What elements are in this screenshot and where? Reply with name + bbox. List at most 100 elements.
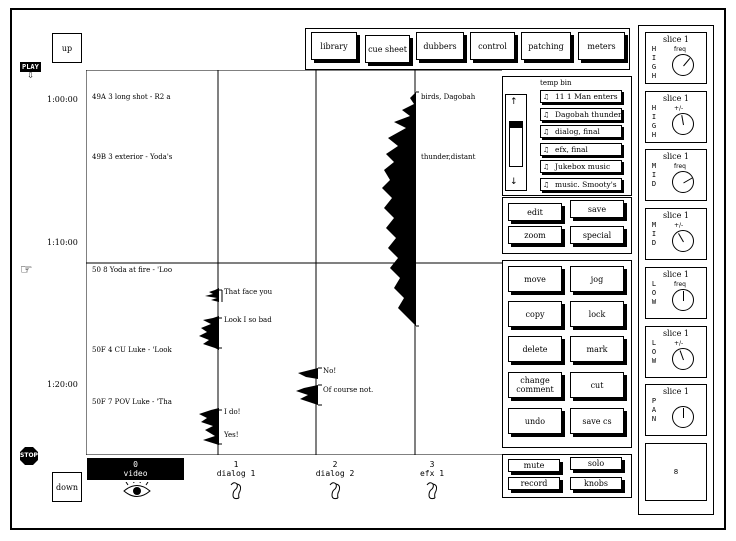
slice-label: slice 1 bbox=[662, 211, 690, 221]
knob-dial[interactable] bbox=[672, 171, 694, 194]
clip-label[interactable]: birds, Dagobah bbox=[421, 93, 476, 101]
band-label: M I D bbox=[651, 221, 657, 248]
tab-meters[interactable]: meters bbox=[578, 32, 625, 60]
clip-label[interactable]: Of course not. bbox=[323, 386, 374, 394]
clip-label[interactable]: thunder,distant bbox=[421, 153, 476, 161]
cue-label[interactable]: 50F 4 CU Luke - 'Look bbox=[92, 346, 172, 354]
slice-label: slice 1 bbox=[662, 269, 690, 279]
ear-icon[interactable] bbox=[328, 481, 342, 501]
cue-label[interactable]: 50F 7 POV Luke - 'Tha bbox=[92, 398, 172, 406]
temp-bin-item[interactable]: ♫11 1 Man enters bbox=[540, 90, 622, 103]
jog-button[interactable]: jog bbox=[570, 266, 624, 292]
temp-bin-item[interactable]: ♫efx, final bbox=[540, 142, 622, 156]
efx-waveform[interactable] bbox=[380, 88, 420, 333]
ear-icon[interactable] bbox=[229, 481, 243, 501]
track-name[interactable]: dialog 1 bbox=[216, 469, 256, 478]
app-frame bbox=[10, 8, 726, 530]
lock-button[interactable]: lock bbox=[570, 301, 624, 327]
mix-panel bbox=[502, 454, 632, 498]
temp-bin-item[interactable]: ♫Dagobah thunder bbox=[540, 107, 622, 121]
tab-cue-sheet[interactable]: cue sheet bbox=[365, 35, 410, 63]
up-button[interactable]: up bbox=[52, 33, 82, 63]
temp-bin-item[interactable]: ♫dialog, final bbox=[540, 125, 622, 138]
knob-needle bbox=[683, 408, 684, 419]
track-name[interactable]: dialog 2 bbox=[315, 469, 355, 478]
knobs-button[interactable]: knobs bbox=[570, 477, 622, 490]
change-comment-line2: comment bbox=[516, 385, 554, 394]
clip-label[interactable]: I do! bbox=[224, 408, 241, 416]
cue-label[interactable]: 50 8 Yoda at fire - 'Loo bbox=[92, 266, 173, 274]
knob-dial[interactable] bbox=[672, 406, 694, 429]
clip-label[interactable]: No! bbox=[323, 367, 337, 375]
param-label: freq bbox=[674, 163, 686, 171]
slice-count[interactable]: 8 bbox=[645, 443, 707, 501]
edit-panel bbox=[502, 197, 632, 254]
play-icon[interactable]: PLAY ⇩ bbox=[20, 62, 41, 80]
knob-dial[interactable] bbox=[672, 288, 694, 311]
copy-button[interactable]: copy bbox=[508, 301, 562, 327]
music-note-icon: ♫ bbox=[543, 128, 550, 136]
knob-dial[interactable] bbox=[672, 54, 694, 76]
music-note-icon: ♫ bbox=[543, 163, 550, 171]
edit-button[interactable]: edit bbox=[508, 203, 562, 221]
scroll-track[interactable] bbox=[509, 121, 523, 167]
clip-label[interactable]: That face you bbox=[224, 288, 273, 296]
track-number: 0 bbox=[133, 460, 138, 469]
temp-bin-item[interactable]: ♫music. Smooty's bbox=[540, 177, 622, 191]
temp-bin-title: temp bin bbox=[540, 79, 572, 87]
mark-button[interactable]: mark bbox=[570, 336, 624, 362]
scroll-down-icon[interactable]: ↓ bbox=[510, 177, 518, 187]
tab-control[interactable]: control bbox=[470, 32, 515, 60]
tab-library[interactable]: library bbox=[311, 32, 357, 60]
temp-bin-item[interactable]: ♫Jukebox music bbox=[540, 160, 622, 173]
scroll-up-icon[interactable]: ↑ bbox=[510, 97, 518, 107]
scroll-thumb[interactable] bbox=[510, 122, 522, 128]
mute-button[interactable]: mute bbox=[508, 459, 560, 472]
knob-needle bbox=[683, 58, 691, 67]
undo-button[interactable]: undo bbox=[508, 408, 562, 434]
zoom-button[interactable]: zoom bbox=[508, 226, 562, 244]
save-button[interactable]: save bbox=[570, 200, 624, 218]
cut-button[interactable]: cut bbox=[570, 372, 624, 398]
tab-dubbers[interactable]: dubbers bbox=[416, 32, 464, 60]
down-button[interactable]: down bbox=[52, 472, 82, 502]
change-comment-button[interactable]: change comment bbox=[508, 372, 562, 398]
band-label: H I G H bbox=[651, 103, 657, 139]
knob-needle bbox=[683, 177, 693, 184]
cue-label[interactable]: 49B 3 exterior - Yoda's bbox=[92, 153, 173, 161]
band-label: M I D bbox=[651, 162, 657, 189]
slice-label: slice 1 bbox=[662, 387, 690, 397]
ear-icon[interactable] bbox=[425, 481, 439, 501]
knob-dial[interactable] bbox=[672, 112, 694, 135]
clip-label[interactable]: Yes! bbox=[224, 431, 239, 439]
band-label: H I G H bbox=[651, 45, 657, 80]
special-button[interactable]: special bbox=[570, 226, 624, 244]
stop-icon[interactable]: STOP bbox=[20, 447, 38, 465]
knob-dial[interactable] bbox=[672, 230, 694, 253]
knob-needle bbox=[678, 233, 684, 243]
record-button[interactable]: record bbox=[508, 477, 560, 490]
operations-panel bbox=[502, 260, 632, 448]
param-label: +/- bbox=[674, 104, 684, 112]
move-button[interactable]: move bbox=[508, 266, 562, 292]
save-cs-button[interactable]: save cs bbox=[570, 408, 624, 434]
knob-dial[interactable] bbox=[672, 347, 694, 370]
tab-patching[interactable]: patching bbox=[521, 32, 571, 60]
knob-needle bbox=[679, 349, 684, 360]
solo-button[interactable]: solo bbox=[570, 457, 622, 470]
track-video-selected[interactable] bbox=[87, 458, 184, 480]
delete-button[interactable]: delete bbox=[508, 336, 562, 362]
eye-icon[interactable] bbox=[122, 482, 152, 500]
track-name[interactable]: efx 1 bbox=[419, 469, 445, 478]
dialog1-waveform[interactable] bbox=[195, 280, 225, 455]
dialog2-waveform[interactable] bbox=[294, 365, 324, 410]
clip-label[interactable]: Look I so bad bbox=[224, 316, 272, 324]
temp-bin-scrollbar[interactable]: ↑ ↓ bbox=[505, 94, 527, 191]
temp-bin-item-label: music. Smooty's bbox=[555, 179, 617, 189]
band-label: P A N bbox=[651, 397, 657, 424]
param-label: +/- bbox=[674, 339, 684, 347]
music-note-icon: ♫ bbox=[543, 93, 550, 101]
cue-label[interactable]: 49A 3 long shot - R2 a bbox=[92, 93, 171, 101]
